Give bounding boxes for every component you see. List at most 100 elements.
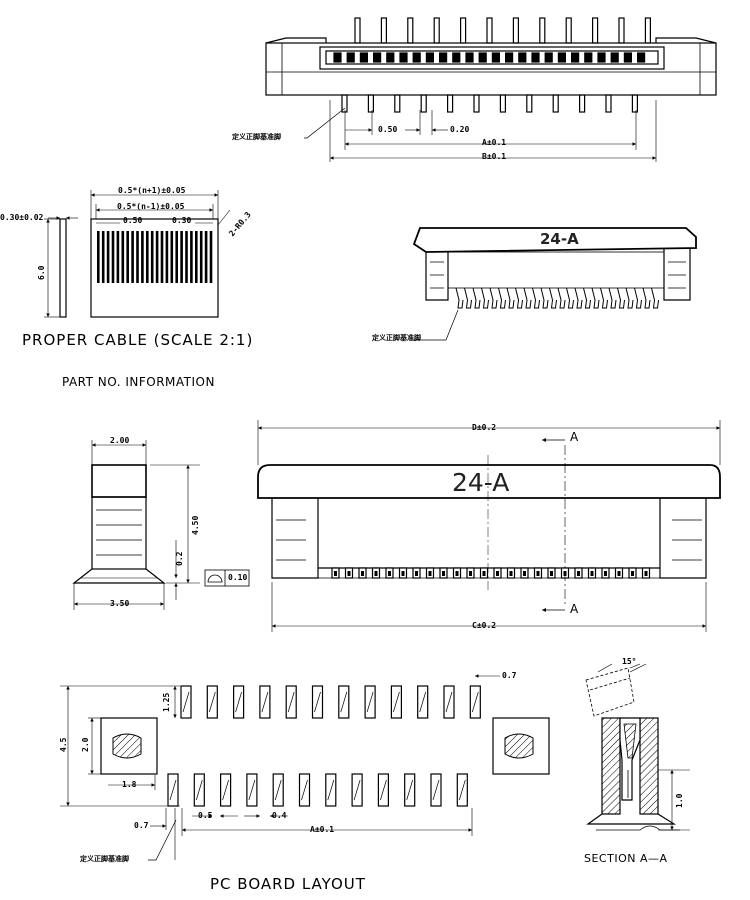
upper-pad-hatch: [366, 691, 374, 713]
iso-pin: [634, 287, 642, 309]
pcb-pad-length-dim: 1.25: [162, 692, 171, 712]
front-pin-solder: [347, 571, 351, 576]
side-standoff-dim: 0.2: [175, 551, 184, 566]
cable-fingers: [97, 231, 213, 283]
contact-slot: [439, 52, 448, 63]
top-pin: [380, 17, 387, 44]
cable-overall-dim: 0.5*(n+1)±0.05: [118, 186, 186, 195]
bottom-pin: [394, 94, 401, 113]
top-pin: [433, 17, 440, 44]
upper-pad: [180, 685, 192, 719]
contact-slot: [346, 52, 355, 63]
top-pin: [539, 17, 546, 44]
pcb-lower-pads: [167, 773, 468, 807]
lower-pad-hatch: [195, 779, 203, 801]
upper-pad-hatch: [419, 691, 427, 713]
cable-finger: [146, 231, 149, 283]
front-pin-solder: [536, 571, 540, 576]
front-marking: 24-A: [452, 468, 510, 497]
upper-pin-row: [354, 17, 652, 44]
top-pin: [354, 17, 361, 44]
contact-slot: [478, 52, 487, 63]
top-pin: [618, 17, 625, 44]
iso-pin: [532, 287, 540, 309]
lower-pad: [377, 773, 389, 807]
front-pin-solder: [334, 571, 337, 576]
lower-pad-hatch: [169, 779, 177, 801]
upper-pad-hatch: [182, 691, 190, 713]
side-base: [72, 568, 166, 584]
cable-finger: [175, 231, 178, 283]
contact-slot: [359, 52, 368, 63]
cable-finger: [170, 231, 174, 283]
top-pin: [486, 17, 493, 44]
front-pin-solder: [577, 571, 580, 576]
front-pin-solder: [550, 571, 553, 576]
cable-pitch-total-dim: 0.5*(n-1)±0.05: [117, 202, 185, 211]
pcb-caption: PC BOARD LAYOUT: [210, 875, 366, 893]
front-pin-solder: [374, 571, 378, 576]
cable-finger: [106, 231, 110, 283]
upper-pad: [259, 685, 271, 719]
contact-slot: [465, 52, 474, 63]
contact-slot: [610, 52, 619, 63]
front-pin-solder: [523, 571, 526, 576]
front-pin-solder: [415, 571, 418, 576]
iso-pin: [464, 287, 472, 309]
iso-pin: [498, 287, 506, 309]
bottom-pin: [341, 94, 348, 113]
left-lock-pad: [100, 717, 158, 775]
lower-pad: [193, 773, 205, 807]
pcb-ref-pin-leader: [148, 819, 177, 861]
top-pin: [512, 17, 520, 44]
front-pin-solder: [469, 571, 472, 576]
cable-finger: [160, 231, 164, 283]
top-pin: [565, 17, 572, 44]
iso-pin: [574, 287, 583, 309]
contact-slot: [399, 52, 408, 63]
iso-pin: [506, 287, 515, 309]
top-pin: [460, 17, 467, 44]
top-pin: [644, 17, 652, 44]
section-mark-top: A: [570, 430, 579, 444]
side-flatness-dim: 0.10: [228, 573, 248, 582]
part-no-caption: PART NO. INFORMATION: [62, 375, 215, 389]
pcb-edge-dim: 0.7: [134, 821, 149, 830]
contact-slot: [386, 52, 395, 63]
contact-slot: [544, 52, 553, 63]
front-pin-solder: [442, 571, 445, 576]
upper-pad: [338, 685, 350, 719]
lower-pad-hatch: [248, 779, 256, 801]
section-caption: SECTION A—A: [584, 852, 668, 865]
front-pin-solder: [604, 571, 607, 576]
bottom-pin: [473, 94, 480, 113]
actuator-lid: [412, 227, 697, 253]
pcb-ref-pin-label: 定义正脚基准脚: [80, 855, 129, 863]
iso-pins: [455, 287, 659, 309]
iso-pin: [455, 287, 464, 309]
contact-slot: [425, 52, 434, 63]
pcb-gap-dim: 0.4: [272, 811, 287, 820]
cable-finger: [116, 231, 120, 283]
lower-pad: [351, 773, 363, 807]
iso-pin: [642, 287, 651, 309]
cable-finger: [195, 231, 198, 283]
cable-finger: [136, 231, 139, 283]
iso-right-lock: [663, 248, 691, 301]
lower-pad: [325, 773, 337, 807]
iso-ref-pin-leader: [410, 309, 459, 341]
section-height-dim: 1.0: [675, 793, 684, 808]
cable-finger-dim: 0.30: [172, 216, 192, 225]
front-pin-solder: [590, 571, 594, 576]
section-contact: [619, 717, 641, 801]
upper-pad: [285, 685, 297, 719]
upper-pad: [311, 685, 324, 719]
upper-pad: [364, 685, 376, 719]
side-top-dim: 2.00: [110, 436, 130, 445]
front-pin-solder: [631, 571, 634, 576]
cable-finger: [97, 231, 100, 283]
front-pin-solder: [644, 571, 648, 576]
upper-pad-hatch: [340, 691, 348, 713]
lower-pad-hatch: [353, 779, 361, 801]
